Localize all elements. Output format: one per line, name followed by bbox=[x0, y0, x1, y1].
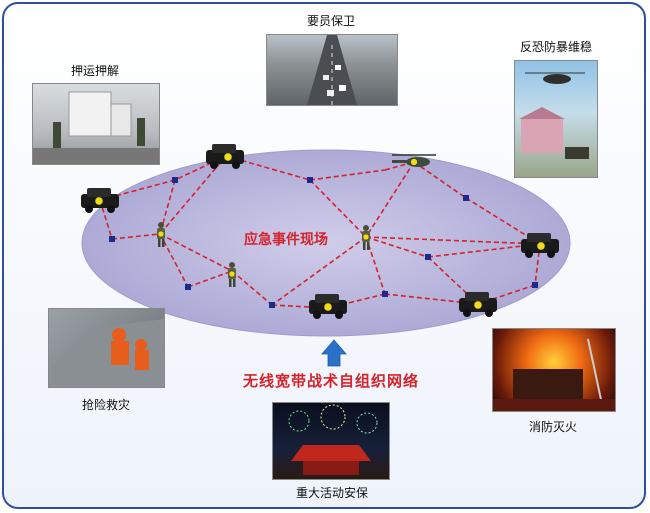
rescue-photo bbox=[48, 308, 165, 388]
event-security-photo bbox=[272, 402, 390, 480]
relay-node bbox=[307, 177, 313, 183]
scenario-label-vip-guard: 要员保卫 bbox=[306, 14, 355, 28]
relay-nodes bbox=[109, 177, 538, 308]
suv-icon bbox=[521, 233, 559, 258]
scenario-label-escort: 押运押解 bbox=[70, 64, 119, 78]
suv-icon bbox=[81, 188, 119, 213]
soldier-icon bbox=[362, 225, 370, 250]
escort-photo bbox=[32, 83, 160, 165]
relay-node bbox=[109, 236, 115, 242]
vehicle-nodes bbox=[81, 144, 559, 319]
relay-node bbox=[185, 284, 191, 290]
scenario-label-event-security: 重大活动安保 bbox=[295, 486, 368, 500]
incident-scene-label: 应急事件现场 bbox=[244, 232, 328, 248]
incident-zone-ellipse bbox=[81, 149, 571, 337]
soldier-nodes bbox=[157, 222, 370, 287]
relay-node bbox=[172, 177, 178, 183]
relay-node bbox=[382, 291, 388, 297]
up-arrow-icon bbox=[321, 339, 347, 367]
relay-node bbox=[269, 302, 275, 308]
vip-guard-photo bbox=[266, 34, 398, 106]
scenario-label-anti-terror: 反恐防暴维稳 bbox=[519, 40, 592, 54]
scenario-label-rescue: 抢险救灾 bbox=[81, 398, 130, 412]
scenario-label-fire: 消防灭火 bbox=[528, 420, 577, 434]
soldier-icon bbox=[228, 262, 236, 287]
fire-photo bbox=[492, 328, 616, 412]
helicopter-icon bbox=[392, 154, 436, 167]
suv-icon bbox=[206, 144, 244, 169]
anti-terror-photo bbox=[514, 60, 598, 178]
relay-node bbox=[463, 195, 469, 201]
soldier-icon bbox=[157, 222, 165, 247]
suv-icon bbox=[309, 294, 347, 319]
relay-node bbox=[532, 282, 538, 288]
relay-node bbox=[425, 254, 431, 260]
suv-icon bbox=[459, 292, 497, 317]
network-title: 无线宽带战术自组织网络 bbox=[242, 372, 419, 390]
